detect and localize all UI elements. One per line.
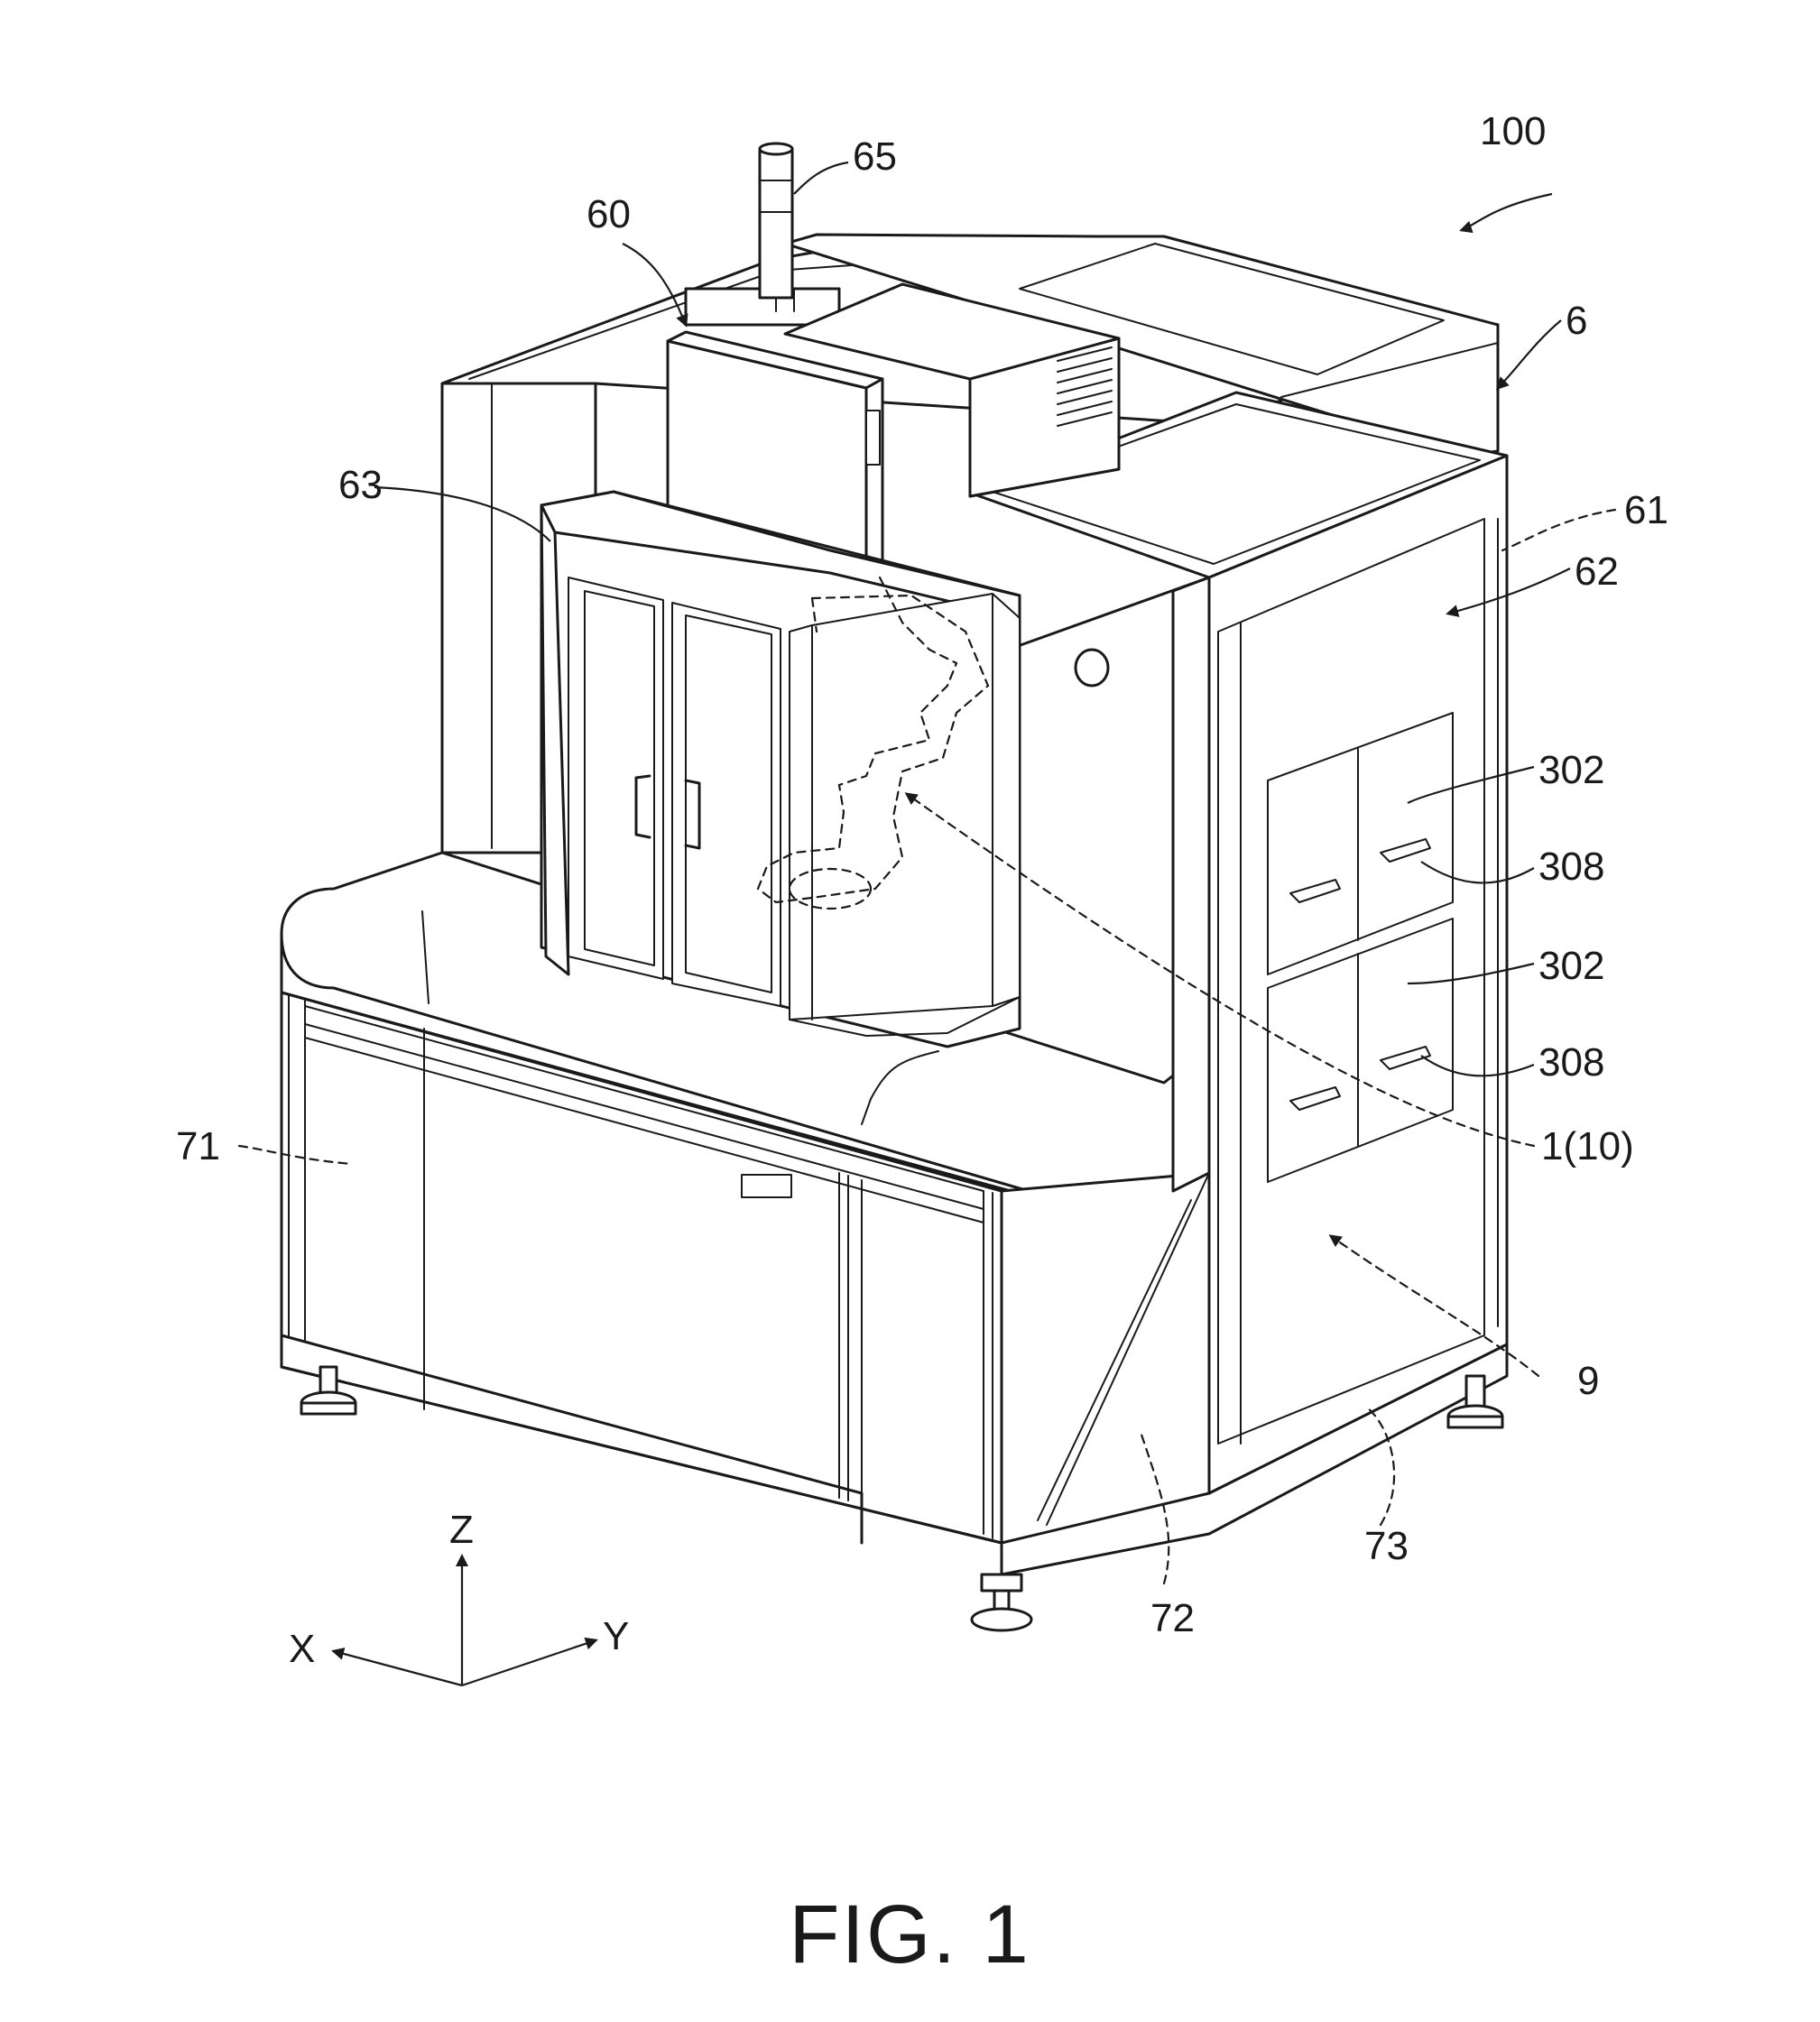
label-6: 6: [1566, 299, 1587, 343]
label-302-upper: 302: [1538, 748, 1604, 792]
label-61: 61: [1624, 488, 1668, 532]
axis-z-label: Z: [449, 1508, 474, 1552]
label-62: 62: [1575, 549, 1619, 594]
label-71: 71: [176, 1124, 220, 1168]
figure-caption: FIG. 1: [789, 1888, 1030, 1980]
label-63: 63: [338, 463, 383, 507]
axis-y-label: Y: [603, 1614, 629, 1658]
label-65: 65: [853, 134, 897, 179]
label-9: 9: [1577, 1359, 1599, 1403]
axis-x-label: X: [289, 1627, 315, 1671]
machine-drawing: [282, 143, 1507, 1630]
label-1-10: 1(10): [1541, 1124, 1634, 1168]
label-100: 100: [1480, 109, 1546, 153]
label-73: 73: [1364, 1524, 1409, 1568]
signal-tower: [760, 143, 792, 298]
label-308-lower: 308: [1538, 1040, 1604, 1085]
label-60: 60: [587, 192, 631, 236]
coordinate-axes: Z X Y: [289, 1508, 629, 1685]
label-308-upper: 308: [1538, 845, 1604, 889]
label-302-lower: 302: [1538, 944, 1604, 988]
label-72: 72: [1150, 1596, 1195, 1640]
